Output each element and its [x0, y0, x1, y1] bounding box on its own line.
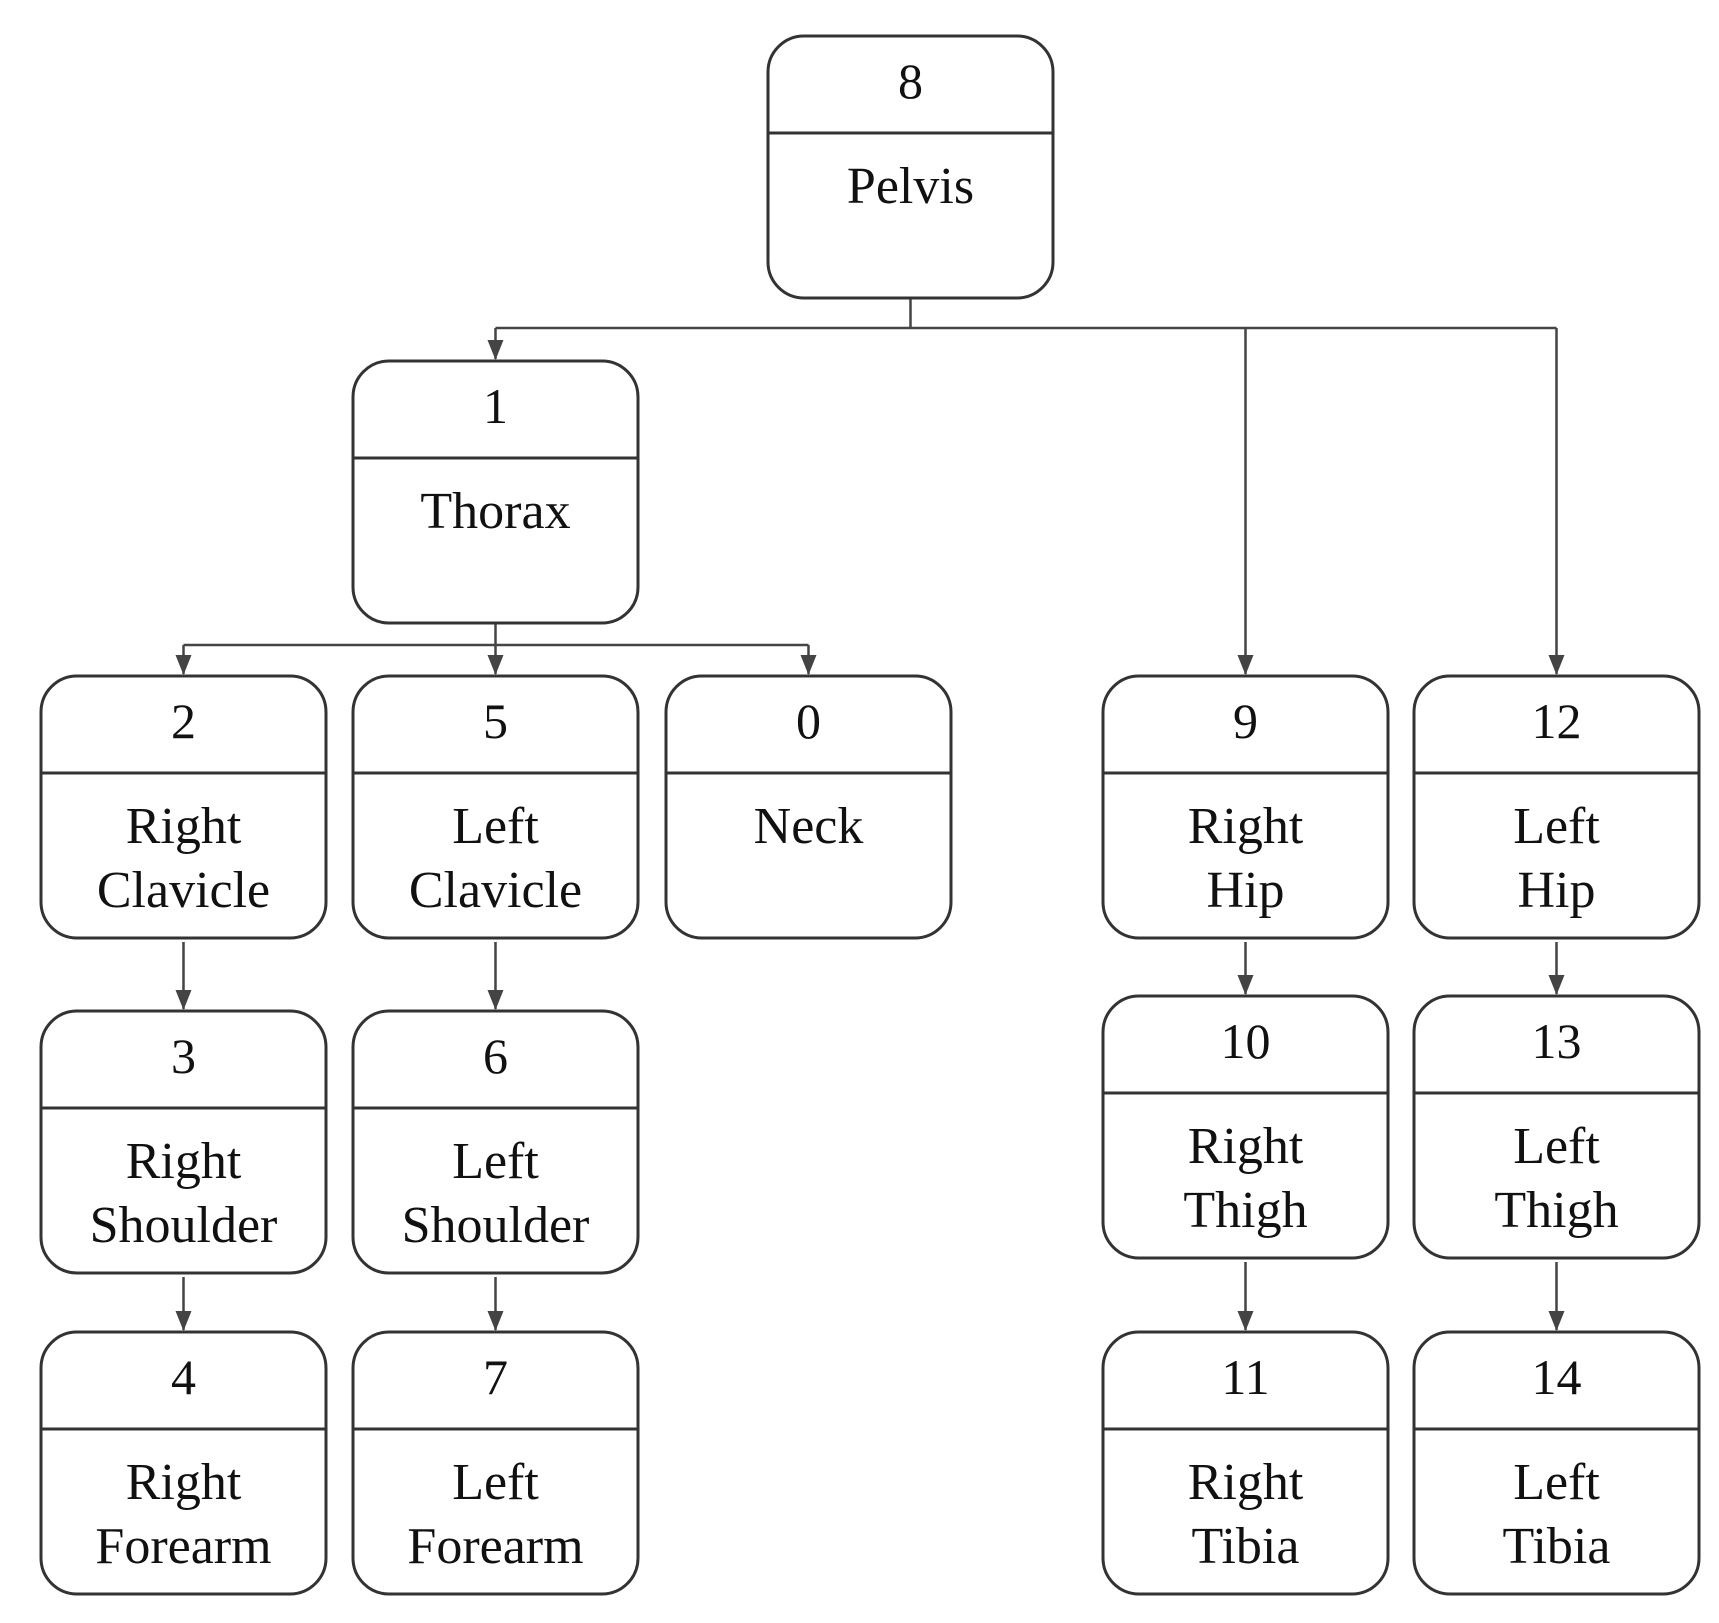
node-name-label: Tibia: [1192, 1518, 1300, 1575]
node-id-label: 14: [1532, 1349, 1582, 1405]
node-name-label: Right: [126, 798, 242, 855]
node-name-label: Forearm: [95, 1518, 271, 1575]
node-box: [351, 674, 640, 940]
node-name-label: Left: [1513, 1454, 1600, 1511]
node-box: [351, 1009, 640, 1275]
node-name-label: Left: [452, 798, 539, 855]
node-id-label: 7: [483, 1349, 508, 1405]
arrowhead-0: [800, 655, 817, 675]
node-name-label: Shoulder: [402, 1197, 590, 1254]
arrowhead-13: [1548, 975, 1565, 995]
node-id-label: 10: [1221, 1013, 1271, 1069]
arrowhead-4: [175, 1311, 192, 1331]
node-id-label: 0: [796, 693, 821, 749]
arrowhead-6: [487, 990, 504, 1010]
arrowhead-5: [487, 655, 504, 675]
node-id-label: 2: [171, 693, 196, 749]
node-box: [1412, 674, 1701, 940]
node-id-label: 8: [898, 53, 923, 109]
node-name-label: Right: [1188, 1454, 1304, 1511]
node-name-label: Right: [126, 1454, 242, 1511]
node-box: [664, 674, 953, 940]
node-name-label: Thigh: [1183, 1182, 1307, 1239]
node-box: [351, 359, 640, 625]
nodes-layer: 8Pelvis1Thorax2RightClavicle5LeftClavicl…: [39, 34, 1701, 1596]
node-id-label: 9: [1233, 693, 1258, 749]
node-box: [1101, 1330, 1390, 1596]
node-name-label: Left: [452, 1454, 539, 1511]
arrowhead-12: [1548, 655, 1565, 675]
node-box: [1412, 994, 1701, 1260]
node-box: [39, 674, 328, 940]
node-id-label: 6: [483, 1028, 508, 1084]
arrowhead-9: [1237, 655, 1254, 675]
node-name-label: Pelvis: [847, 158, 974, 215]
node-box: [1101, 994, 1390, 1260]
node-name-label: Right: [1188, 798, 1304, 855]
node-name-label: Thigh: [1494, 1182, 1618, 1239]
node-id-label: 1: [483, 378, 508, 434]
node-name-label: Left: [1513, 1118, 1600, 1175]
arrowhead-1: [487, 340, 504, 360]
node-name-label: Left: [1513, 798, 1600, 855]
node-box: [1101, 674, 1390, 940]
arrowhead-14: [1548, 1311, 1565, 1331]
node-id-label: 3: [171, 1028, 196, 1084]
arrowhead-10: [1237, 975, 1254, 995]
edges-layer: [175, 298, 1565, 1331]
node-id-label: 5: [483, 693, 508, 749]
node-name-label: Forearm: [407, 1518, 583, 1575]
node-name-label: Thorax: [420, 483, 570, 540]
node-id-label: 13: [1532, 1013, 1582, 1069]
node-id-label: 4: [171, 1349, 196, 1405]
node-box: [1412, 1330, 1701, 1596]
node-name-label: Clavicle: [409, 862, 582, 919]
node-name-label: Right: [126, 1133, 242, 1190]
node-name-label: Left: [452, 1133, 539, 1190]
arrowhead-2: [175, 655, 192, 675]
node-name-label: Hip: [1518, 862, 1596, 919]
arrowhead-7: [487, 1311, 504, 1331]
node-box: [39, 1009, 328, 1275]
node-name-label: Right: [1188, 1118, 1304, 1175]
node-name-label: Shoulder: [90, 1197, 278, 1254]
node-id-label: 12: [1532, 693, 1582, 749]
node-name-label: Tibia: [1503, 1518, 1611, 1575]
node-name-label: Hip: [1207, 862, 1285, 919]
node-box: [766, 34, 1055, 300]
node-name-label: Neck: [754, 798, 864, 855]
arrowhead-3: [175, 990, 192, 1010]
node-name-label: Clavicle: [97, 862, 270, 919]
node-id-label: 11: [1221, 1349, 1269, 1405]
arrowhead-11: [1237, 1311, 1254, 1331]
node-box: [39, 1330, 328, 1596]
node-box: [351, 1330, 640, 1596]
